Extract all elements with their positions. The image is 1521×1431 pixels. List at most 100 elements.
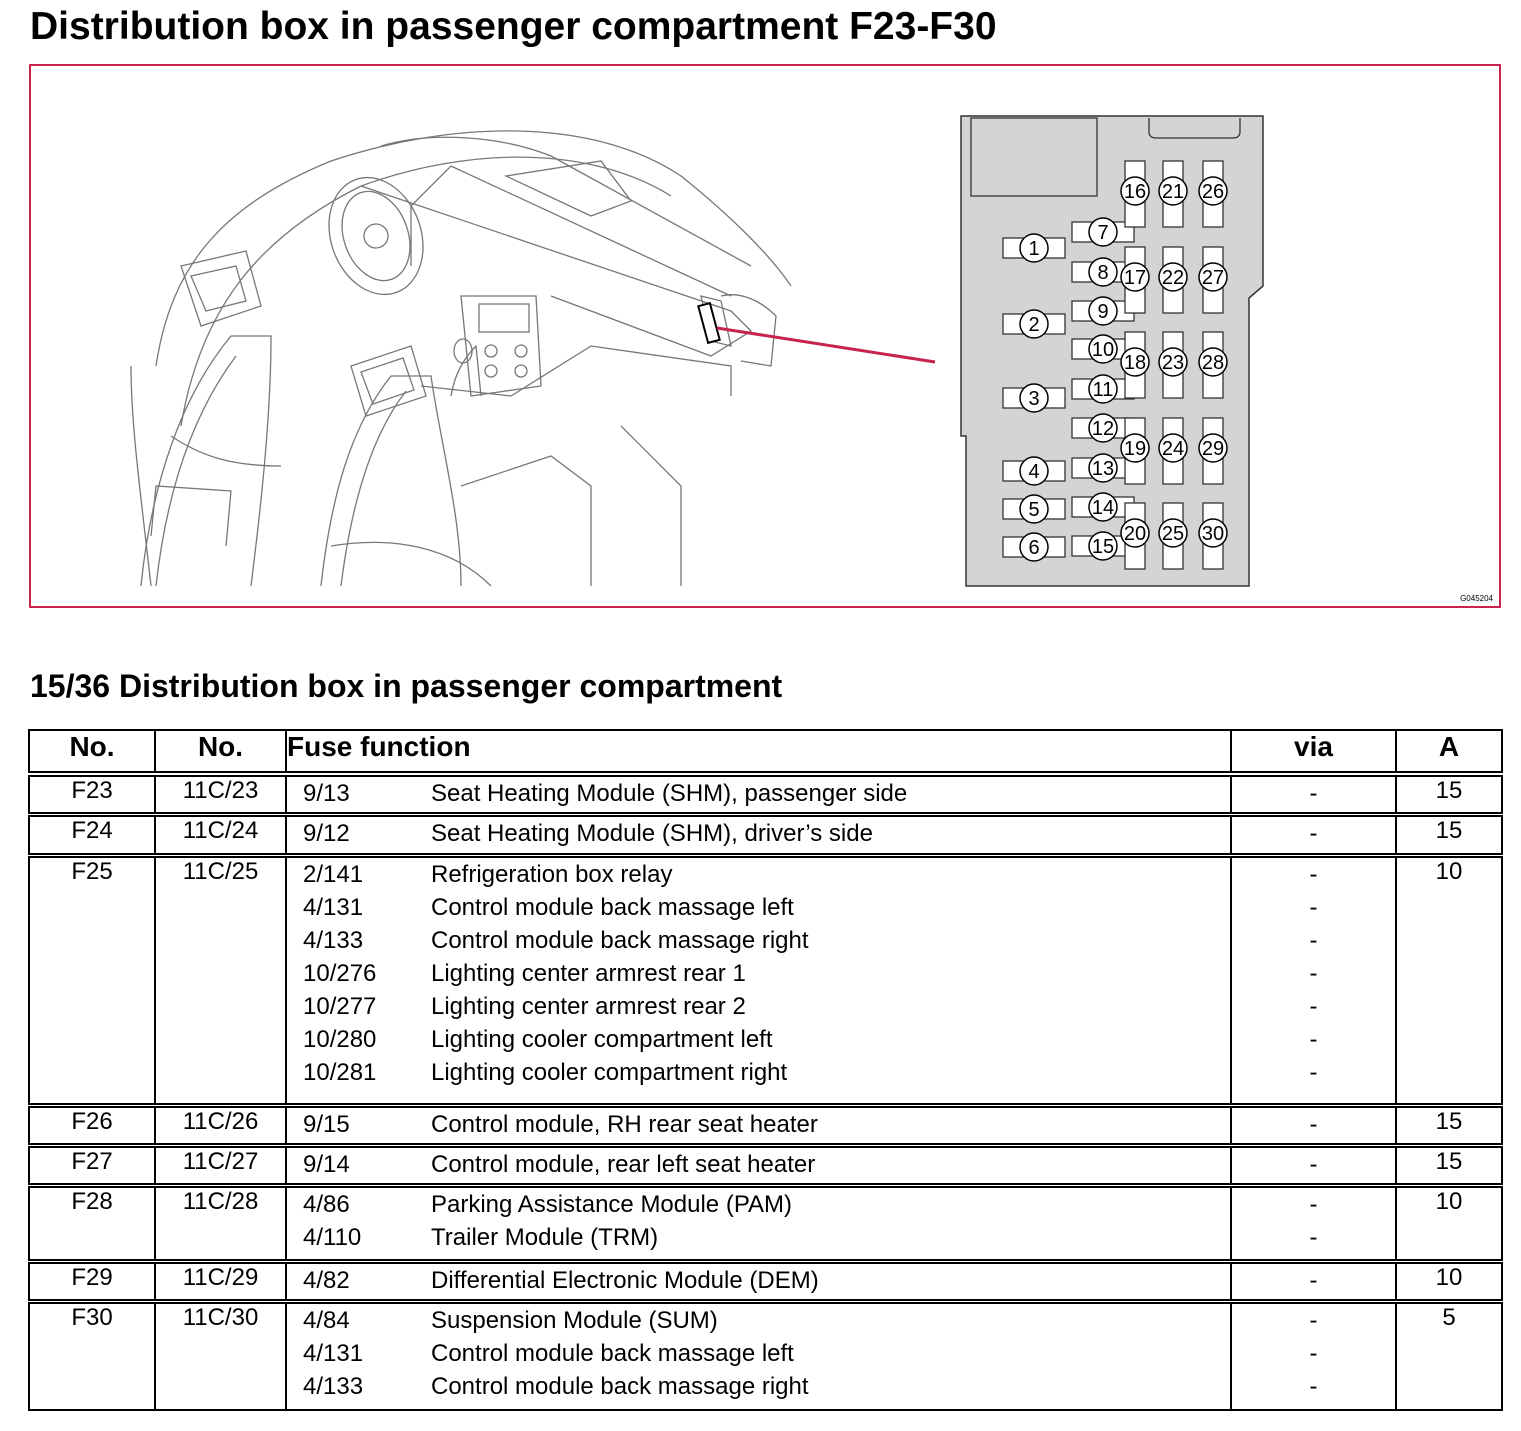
fuse-slot-label: 13 bbox=[1092, 458, 1114, 480]
fuse-slot-label: 11 bbox=[1093, 379, 1114, 401]
fuse-slot-label: 18 bbox=[1124, 352, 1146, 374]
function-connector: 2/141 bbox=[303, 860, 364, 888]
via-value: - bbox=[1309, 1058, 1318, 1086]
function-entry: 10/281 Lighting cooler compartment right bbox=[287, 1056, 1230, 1089]
function-connector: 4/86 bbox=[303, 1191, 350, 1219]
fuse-slot-label: 20 bbox=[1124, 523, 1146, 545]
via-cell: -- bbox=[1230, 1183, 1397, 1263]
fuse-slot: 2 bbox=[1002, 309, 1066, 339]
function-entry: 10/276 Lighting center armrest rear 1 bbox=[287, 957, 1230, 990]
fusebox-location-marker bbox=[697, 301, 721, 345]
function-entry: 2/141 Refrigeration box relay bbox=[287, 858, 1230, 891]
fuse-slot-label: 12 bbox=[1092, 418, 1114, 440]
fuse-slot: 22 bbox=[1158, 246, 1188, 314]
fuse-number: F30 bbox=[28, 1298, 156, 1411]
function-connector: 9/12 bbox=[303, 820, 350, 848]
function-description: Trailer Module (TRM) bbox=[431, 1224, 659, 1252]
amperage: 15 bbox=[1395, 1102, 1503, 1147]
fuse-slot: 29 bbox=[1198, 417, 1228, 485]
fuse-slot-label: 4 bbox=[1028, 461, 1039, 483]
fusebox-diagram: 1234567891011121314151617181920212223242… bbox=[960, 115, 1264, 587]
amperage: 10 bbox=[1395, 852, 1503, 1107]
col-header-amps: A bbox=[1395, 730, 1503, 777]
function-connector: 4/131 bbox=[303, 893, 364, 921]
fuse-slot: 9 bbox=[1071, 296, 1135, 326]
connector-number: 11C/24 bbox=[154, 812, 287, 857]
fuse-slot: 15 bbox=[1071, 531, 1135, 561]
fuse-slot: 4 bbox=[1002, 456, 1066, 486]
fuse-slot: 7 bbox=[1071, 217, 1135, 247]
fuse-slot: 21 bbox=[1158, 160, 1188, 228]
function-entry: 10/277 Lighting center armrest rear 2 bbox=[287, 990, 1230, 1023]
car-interior-illustration bbox=[130, 130, 792, 587]
fuse-slot: 10 bbox=[1071, 334, 1135, 364]
function-connector: 9/14 bbox=[303, 1150, 350, 1178]
fuse-slot-label: 24 bbox=[1162, 438, 1184, 460]
function-connector: 4/110 bbox=[303, 1224, 362, 1252]
via-value: - bbox=[1309, 820, 1318, 848]
via-cell: - bbox=[1230, 812, 1397, 857]
fuse-slot: 19 bbox=[1120, 417, 1150, 485]
function-connector: 4/131 bbox=[303, 1339, 364, 1367]
function-description: Control module back massage left bbox=[431, 1339, 794, 1367]
fuse-slot-label: 2 bbox=[1028, 314, 1039, 336]
fuse-slot: 11 bbox=[1071, 374, 1135, 404]
fuse-slot-label: 26 bbox=[1202, 181, 1224, 203]
function-connector: 10/281 bbox=[303, 1058, 377, 1086]
fuse-slot-label: 21 bbox=[1162, 181, 1184, 203]
fuse-slot-label: 17 bbox=[1124, 267, 1146, 289]
fuse-slot-label: 1 bbox=[1028, 238, 1039, 260]
fuse-slot-label: 9 bbox=[1097, 301, 1108, 323]
via-value: - bbox=[1309, 926, 1318, 954]
fuse-slot: 26 bbox=[1198, 160, 1228, 228]
via-value: - bbox=[1309, 1372, 1318, 1400]
fuse-slot: 27 bbox=[1198, 246, 1228, 314]
function-description: Refrigeration box relay bbox=[431, 860, 673, 888]
fuse-slot-label: 27 bbox=[1202, 267, 1224, 289]
fuse-slot: 14 bbox=[1071, 492, 1135, 522]
fuse-slot: 24 bbox=[1158, 417, 1188, 485]
fuse-slot: 20 bbox=[1120, 502, 1150, 570]
function-description: Lighting center armrest rear 2 bbox=[431, 992, 746, 1020]
function-description: Control module back massage right bbox=[431, 1372, 809, 1400]
fuse-slot: 1 bbox=[1002, 233, 1066, 263]
connector-number: 11C/29 bbox=[154, 1258, 287, 1303]
function-description: Parking Assistance Module (PAM) bbox=[431, 1191, 793, 1219]
fuse-slot: 16 bbox=[1120, 160, 1150, 228]
amperage: 15 bbox=[1395, 773, 1503, 816]
fuse-slot: 17 bbox=[1120, 246, 1150, 314]
function-description: Lighting center armrest rear 1 bbox=[431, 959, 746, 987]
function-connector: 9/15 bbox=[303, 1110, 350, 1138]
fuse-slot: 13 bbox=[1071, 453, 1135, 483]
function-connector: 10/276 bbox=[303, 959, 377, 987]
via-value: - bbox=[1309, 780, 1318, 807]
fuse-slot-label: 25 bbox=[1162, 523, 1184, 545]
fusebox-figure: 1234567891011121314151617181920212223242… bbox=[130, 115, 1494, 603]
fuse-slot-label: 14 bbox=[1092, 497, 1114, 519]
function-description: Seat Heating Module (SHM), driver’s side bbox=[431, 820, 873, 848]
function-connector: 10/277 bbox=[303, 992, 377, 1020]
fuse-number: F25 bbox=[28, 852, 156, 1107]
fuse-number: F24 bbox=[28, 812, 156, 857]
function-entry: 4/131 Control module back massage left bbox=[287, 1337, 1230, 1370]
fuse-slot-label: 8 bbox=[1097, 262, 1108, 284]
fuse-slot-label: 22 bbox=[1162, 267, 1184, 289]
fuse-slot-label: 5 bbox=[1028, 499, 1039, 521]
fuse-slot: 8 bbox=[1071, 257, 1135, 287]
function-description: Lighting cooler compartment right bbox=[431, 1058, 788, 1086]
